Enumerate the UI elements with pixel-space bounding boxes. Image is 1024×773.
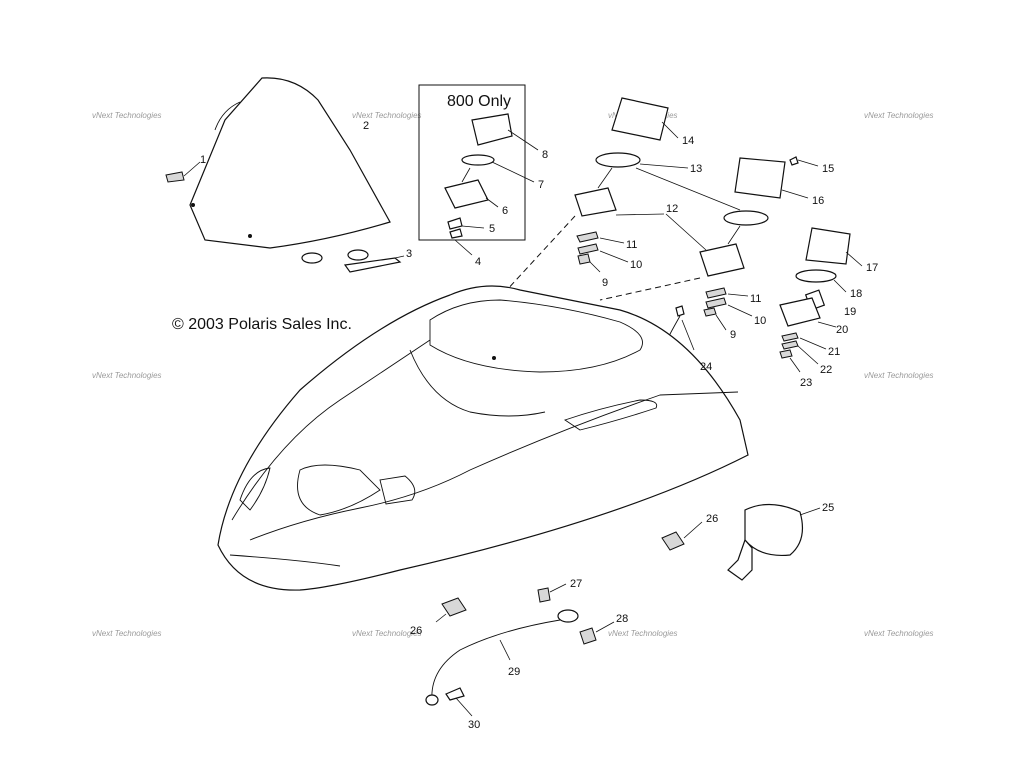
callout-6: 6 [502,205,508,217]
callout-9a: 9 [602,277,608,289]
callout-15: 15 [822,163,834,175]
callout-10b: 10 [754,315,766,327]
callout-8: 8 [542,149,548,161]
watermark-text: vNext Technologies [864,371,934,380]
trim-strip-3 [343,255,405,273]
hood-panel [217,285,749,591]
callout-14: 14 [682,135,694,147]
tether-cable [425,583,615,717]
callout-20: 20 [836,324,848,336]
callout-1: 1 [200,154,206,166]
callout-30: 30 [468,719,480,731]
callout-21: 21 [828,346,840,358]
windshield [189,77,391,264]
callout-11b: 11 [750,293,761,305]
callout-19: 19 [844,306,856,318]
800-only-box: 800 Only [418,84,539,256]
callout-29: 29 [508,666,520,678]
callout-12: 12 [666,203,678,215]
screw-1 [165,161,201,183]
callout-11a: 11 [626,239,637,251]
callouts: 1 2 3 4 5 6 7 8 9 9 10 10 11 11 12 13 14… [200,120,878,731]
callout-26a: 26 [706,513,718,525]
callout-18: 18 [850,288,862,300]
watermark-text: vNext Technologies [92,629,162,638]
gauge-cluster [574,97,863,328]
box-label: 800 Only [447,93,511,110]
callout-13: 13 [690,163,702,175]
hardware-bits [576,231,827,373]
callout-24: 24 [700,361,712,373]
watermark-text: vNext Technologies [864,111,934,120]
assembly-lines [461,167,741,301]
mirror [727,503,821,581]
callout-25: 25 [822,502,834,514]
callout-7: 7 [538,179,544,191]
clip-26a [661,521,703,551]
callout-28: 28 [616,613,628,625]
callout-2: 2 [363,120,369,132]
callout-23: 23 [800,377,812,389]
callout-16: 16 [812,195,824,207]
watermark-text: vNext Technologies [92,371,162,380]
callout-22: 22 [820,364,832,376]
watermark-text: vNext Technologies [608,629,678,638]
watermark-text: vNext Technologies [864,629,934,638]
watermark-text: vNext Technologies [352,111,422,120]
copyright-text: © 2003 Polaris Sales Inc. [172,316,352,333]
callout-4: 4 [475,256,481,268]
callout-27: 27 [570,578,582,590]
callout-10a: 10 [630,259,642,271]
callout-3: 3 [406,248,412,260]
callout-9b: 9 [730,329,736,341]
callout-26b: 26 [410,625,422,637]
watermark-text: vNext Technologies [352,629,422,638]
callout-17: 17 [866,262,878,274]
watermark-text: vNext Technologies [92,111,162,120]
callout-5: 5 [489,223,495,235]
clip-26b [435,597,467,623]
